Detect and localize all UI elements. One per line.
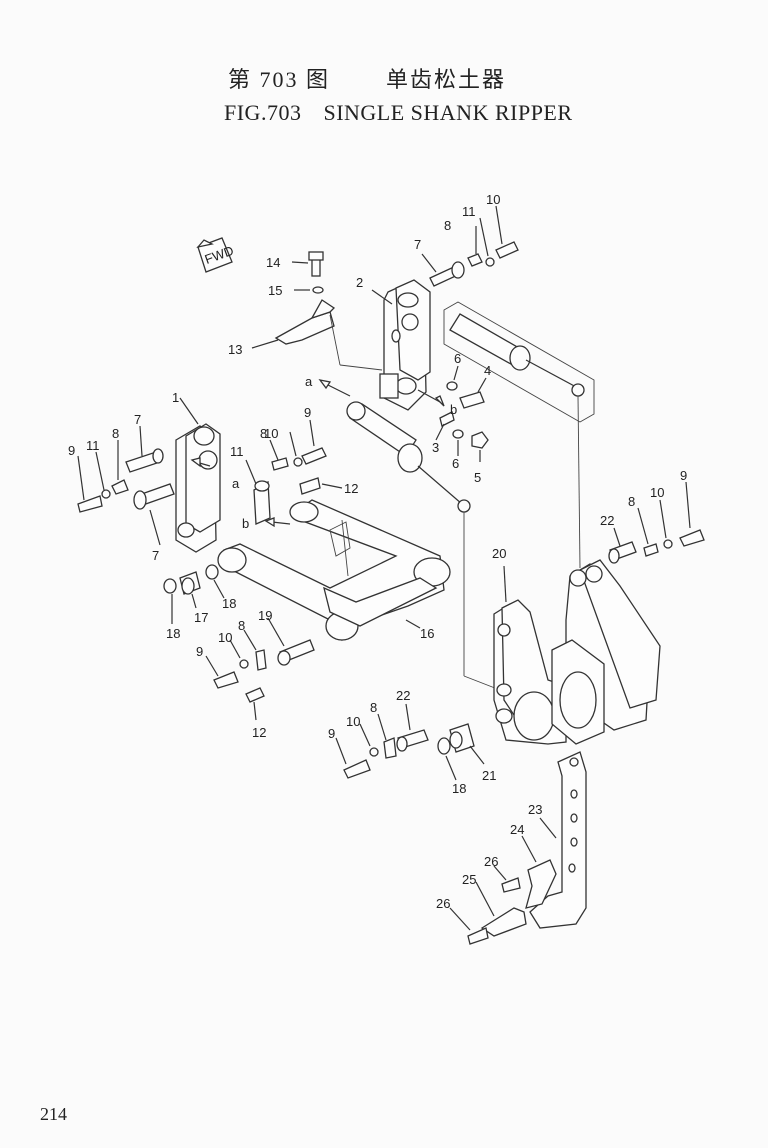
callout-label: 9 [304,405,311,420]
callout-label: 10 [264,426,278,441]
reference-letter-a-mid: a [232,476,240,491]
callout-label: 20 [492,546,506,561]
callout-label: 10 [486,192,500,207]
callout-label: 18 [166,626,180,641]
callout-label: 23 [528,802,542,817]
figure-number-cn: 第 703 图 [228,67,331,92]
cylinder-3 [346,401,501,691]
callout-label: 8 [112,426,119,441]
callout-label: 13 [228,342,242,357]
callout-label: 8 [260,426,267,441]
callout-label: 8 [238,618,245,633]
callout-label: 9 [196,644,203,659]
callout-label: 12 [344,481,358,496]
left-bracket-1 [175,397,221,553]
bracket-13-assembly [251,251,383,371]
figure-number-en: FIG.703 [224,100,302,125]
middle-pin-assembly [245,419,343,525]
callout-label: 9 [680,468,687,483]
callout-label: 8 [628,494,635,509]
shank-23-assembly [449,751,587,945]
callout-label: 14 [266,255,280,270]
callout-label: 18 [452,781,466,796]
figure-name-en: SINGLE SHANK RIPPER [323,100,573,125]
callout-label: 1 [172,390,179,405]
reference-arrows [190,379,445,528]
callout-label: 10 [650,485,664,500]
callout-label: 12 [252,725,266,740]
callout-label: 25 [462,872,476,887]
reference-letter-b-top: b [450,402,457,417]
lower-pin-assembly [335,703,485,781]
bushings-17-18 [163,564,225,624]
callout-label: 16 [420,626,434,641]
ripper-arm-20 [493,565,567,745]
right-frame [551,481,705,745]
callout-label: 21 [482,768,496,783]
callout-label: 2 [356,275,363,290]
callout-label: 7 [134,412,141,427]
callout-label: 18 [222,596,236,611]
reference-letter-a-top: a [305,374,313,389]
callout-numbers: 14 15 13 2 7 8 11 10 6 4 3 6 5 1 7 8 11 … [68,192,687,911]
callout-label: 6 [452,456,459,471]
top-pin-assembly [421,205,519,287]
ripper-frame-16 [217,499,451,642]
upper-cylinder-box [443,301,595,569]
fwd-direction-marker: FWD [196,237,236,273]
callout-label: 11 [86,438,100,453]
callout-label: 11 [230,444,244,459]
figure-title-english: FIG.703 SINGLE SHANK RIPPER [224,100,573,126]
callout-label: 8 [444,218,451,233]
callout-label: 22 [396,688,410,703]
callout-label: 5 [474,470,481,485]
callout-label: 6 [454,351,461,366]
callout-label: 7 [152,548,159,563]
callout-label: 15 [268,283,282,298]
upper-bracket-2 [371,279,431,411]
callout-label: 10 [218,630,232,645]
callout-label: 4 [484,363,491,378]
fasteners-6-4-5 [446,365,489,462]
callout-label: 9 [328,726,335,741]
figure-name-cn: 单齿松土器 [386,67,507,92]
callout-label: 3 [432,440,439,455]
callout-label: 26 [484,854,498,869]
callout-label: 11 [462,204,476,219]
callout-label: 8 [370,700,377,715]
callout-label: 10 [346,714,360,729]
left-pin-assembly [77,425,175,546]
callout-label: 22 [600,513,614,528]
callout-label: 19 [258,608,272,623]
lower-left-pin-assembly [205,617,315,721]
page-number: 214 [40,1104,67,1124]
callout-label: 24 [510,822,524,837]
callout-label: 26 [436,896,450,911]
callout-label: 17 [194,610,208,625]
reference-letter-b-mid: b [242,516,249,531]
figure-title-chinese: 第 703 图 单齿松土器 [228,62,506,94]
callout-label: 7 [414,237,421,252]
callout-label: 9 [68,443,75,458]
